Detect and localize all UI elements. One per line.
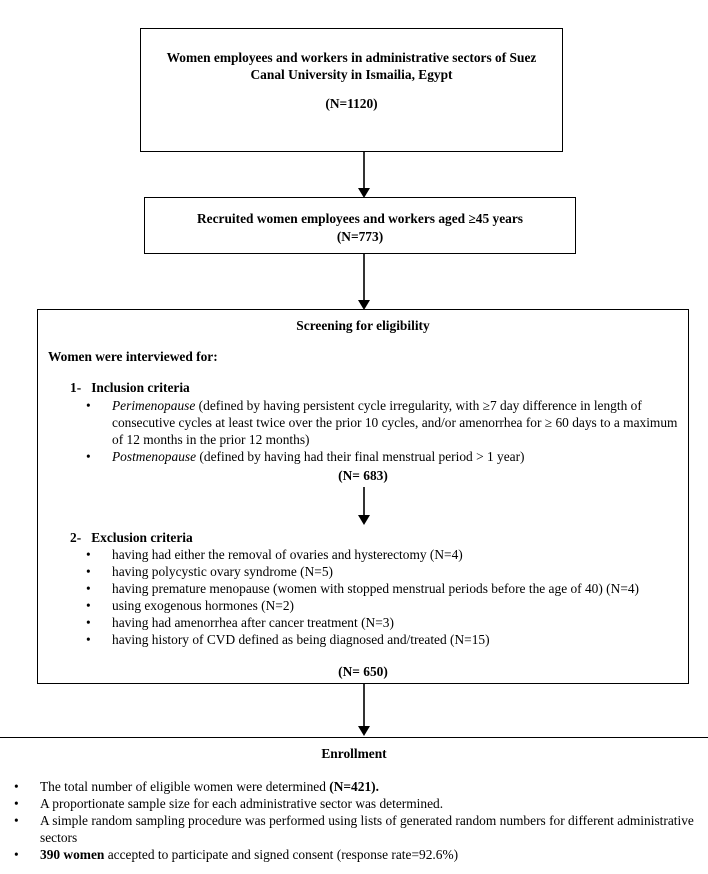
inclusion-list: Perimenopause (defined by having persist… bbox=[86, 397, 680, 465]
recruited-box: Recruited women employees and workers ag… bbox=[144, 197, 576, 254]
exclusion-heading: 2- Exclusion criteria bbox=[70, 530, 193, 545]
population-count: (N=1120) bbox=[325, 96, 378, 111]
recruited-title: Recruited women employees and workers ag… bbox=[196, 211, 524, 226]
screening-intro: Women were interviewed for: bbox=[48, 349, 218, 364]
list-item: Postmenopause (defined by having had the… bbox=[86, 448, 680, 465]
recruited-count: (N=773) bbox=[336, 229, 384, 244]
list-item: 390 women accepted to participate and si… bbox=[14, 846, 700, 863]
enrollment-list: The total number of eligible women were … bbox=[14, 778, 700, 863]
list-item: A proportionate sample size for each adm… bbox=[14, 795, 700, 812]
list-item: having history of CVD defined as being d… bbox=[86, 631, 680, 648]
population-title: Women employees and workers in administr… bbox=[166, 50, 537, 82]
list-item: A simple random sampling procedure was p… bbox=[14, 812, 700, 846]
screening-box: Screening for eligibility Women were int… bbox=[37, 309, 689, 684]
exclusion-list: having had either the removal of ovaries… bbox=[86, 546, 680, 648]
list-item: having had amenorrhea after cancer treat… bbox=[86, 614, 680, 631]
screening-heading: Screening for eligibility bbox=[296, 318, 430, 333]
exclusion-count: (N= 650) bbox=[338, 664, 388, 679]
inclusion-heading: 1- Inclusion criteria bbox=[70, 380, 190, 395]
inclusion-count: (N= 683) bbox=[338, 468, 388, 483]
list-item: Perimenopause (defined by having persist… bbox=[86, 397, 680, 448]
list-item: having had either the removal of ovaries… bbox=[86, 546, 680, 563]
enrollment-heading: Enrollment bbox=[321, 746, 387, 761]
list-item: having polycystic ovary syndrome (N=5) bbox=[86, 563, 680, 580]
arrow-down-icon bbox=[358, 487, 370, 525]
list-item: having premature menopause (women with s… bbox=[86, 580, 680, 597]
arrow-down-icon bbox=[358, 684, 370, 736]
arrow-down-icon bbox=[358, 254, 370, 310]
arrow-down-icon bbox=[358, 152, 370, 198]
population-box: Women employees and workers in administr… bbox=[140, 28, 563, 152]
list-item: using exogenous hormones (N=2) bbox=[86, 597, 680, 614]
enrollment-divider bbox=[0, 737, 708, 738]
list-item: The total number of eligible women were … bbox=[14, 778, 700, 795]
